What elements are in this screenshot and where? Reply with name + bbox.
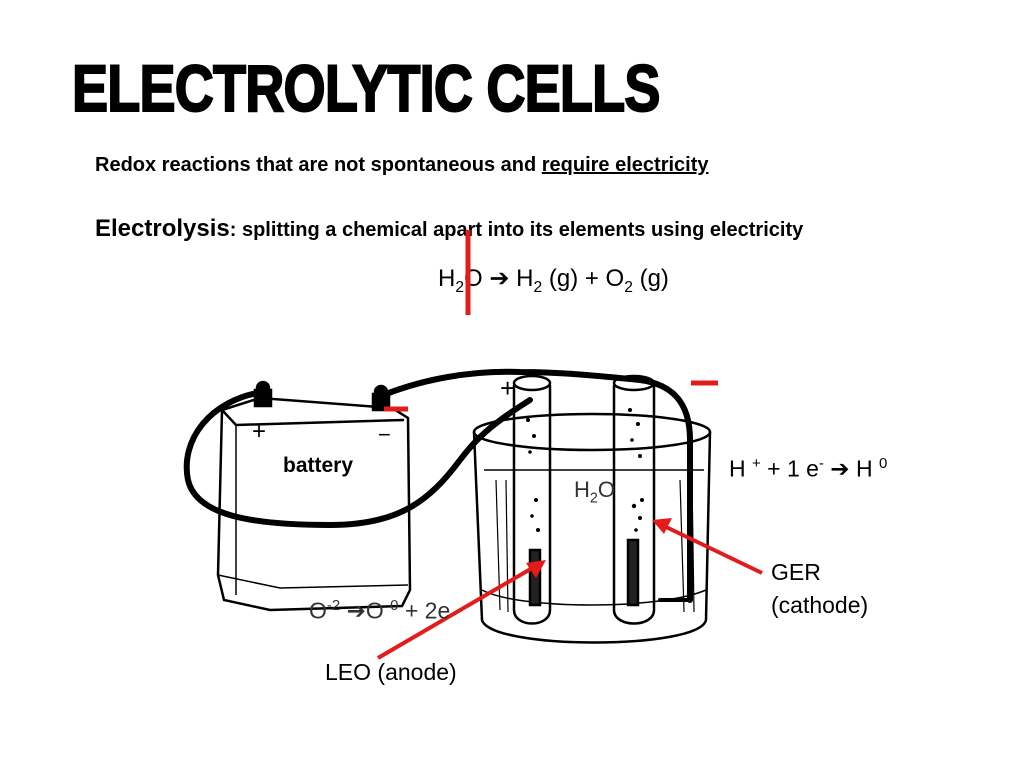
anode-label: LEO (anode): [325, 659, 457, 685]
cathode-label-line2: (cathode): [771, 592, 869, 618]
eq-reactant: H: [438, 265, 456, 292]
anode-eq-b-sup: 0: [390, 597, 399, 614]
anode-eq-c: + 2e: [398, 597, 451, 624]
eq-product-1-state: (g) +: [542, 265, 606, 292]
test-tube-anode: [512, 374, 552, 625]
eq-product-1-sub: 2: [533, 278, 543, 296]
anode-arrow: [376, 560, 546, 660]
eq-product-2-sub: 2: [624, 278, 633, 296]
eq-product-1: H: [516, 265, 534, 292]
cath-eq-b-sup: -: [818, 455, 824, 472]
eq-product-2-state: (g): [632, 265, 669, 292]
test-tube-cathode: [612, 374, 656, 625]
eq-product-2: O: [605, 265, 625, 292]
subtitle-text: Redox reactions that are not spontaneous…: [95, 154, 542, 176]
definition-text: : splitting a chemical apart into its el…: [229, 219, 804, 241]
beaker: [472, 412, 712, 644]
gas-bubbles: [526, 408, 644, 532]
water-o: O: [597, 477, 615, 502]
cath-eq-a-sup: +: [752, 455, 761, 472]
subtitle-underlined: require electricity: [541, 154, 709, 176]
cath-eq-b: + 1 e: [760, 455, 819, 482]
cathode-arrow: [652, 518, 763, 575]
eq-reactant-sub: 2: [455, 278, 465, 296]
water-h: H: [574, 477, 590, 502]
cathode-equation: H + + 1 e- ➔ H 0: [729, 455, 887, 483]
anode-equation: O-2 ➔O 0 + 2e: [309, 597, 450, 625]
anode-eq-a-sup: -2: [326, 597, 341, 614]
cath-eq-c-sup: 0: [878, 455, 888, 472]
subtitle: Redox reactions that are not spontaneous…: [95, 154, 709, 177]
battery-plus-sign: +: [252, 418, 267, 445]
cath-eq-c: ➔ H: [823, 455, 879, 482]
cath-eq-a: H: [729, 455, 752, 482]
battery-minus-sign: −: [378, 422, 391, 447]
battery-illustration: [216, 380, 412, 612]
definition: Electrolysis: splitting a chemical apart…: [95, 212, 815, 247]
slide-title: ELECTROLYTIC CELLS: [71, 50, 661, 126]
anode-eq-a: O: [309, 597, 327, 624]
eq-arrow: ➔: [482, 265, 517, 292]
anode-plus-sign: +: [500, 373, 516, 403]
cathode-label-line1: GER: [771, 559, 821, 585]
cathode-label: GER (cathode): [771, 556, 868, 622]
anode-eq-b: ➔O: [340, 597, 391, 624]
water-label: H2O: [574, 477, 615, 506]
water-sub: 2: [589, 490, 598, 507]
battery-label: battery: [283, 454, 354, 477]
definition-term: Electrolysis: [95, 215, 230, 242]
